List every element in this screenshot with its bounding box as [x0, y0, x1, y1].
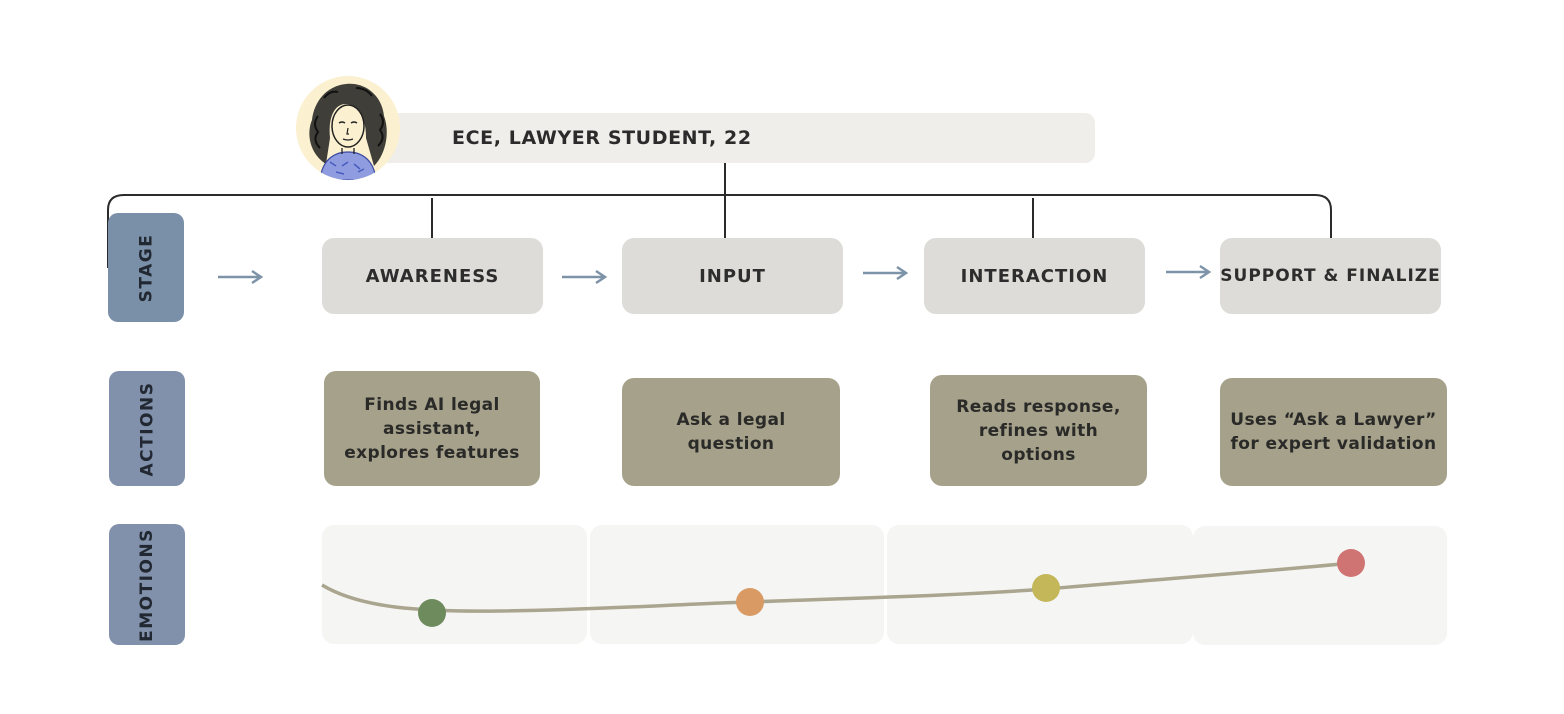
emotion-panel-support-finalize	[1193, 526, 1447, 645]
emotion-panel-input	[590, 525, 884, 644]
row-label-actions: ACTIONS	[109, 371, 185, 486]
action-support-finalize: Uses “Ask a Lawyer” for expert validatio…	[1220, 378, 1447, 486]
action-interaction: Reads response, refines with options	[930, 375, 1147, 486]
emotion-point-interaction	[1032, 574, 1060, 602]
persona-banner	[375, 113, 1095, 163]
emotion-point-awareness	[418, 599, 446, 627]
emotion-point-input	[736, 588, 764, 616]
stage-interaction: INTERACTION	[924, 238, 1145, 314]
stage-support-finalize: SUPPORT & FINALIZE	[1220, 238, 1441, 314]
row-label-stage: STAGE	[108, 213, 184, 322]
stage-awareness: AWARENESS	[322, 238, 543, 314]
row-label-emotions: EMOTIONS	[109, 524, 185, 645]
action-awareness: Finds AI legal assistant, explores featu…	[324, 371, 540, 486]
persona-portrait-icon	[296, 76, 400, 180]
action-input: Ask a legal question	[622, 378, 840, 486]
stage-input: INPUT	[622, 238, 843, 314]
emotion-panel-awareness	[322, 525, 587, 644]
persona-name: ECE, LAWYER STUDENT, 22	[452, 127, 752, 149]
emotion-point-support-finalize	[1337, 549, 1365, 577]
